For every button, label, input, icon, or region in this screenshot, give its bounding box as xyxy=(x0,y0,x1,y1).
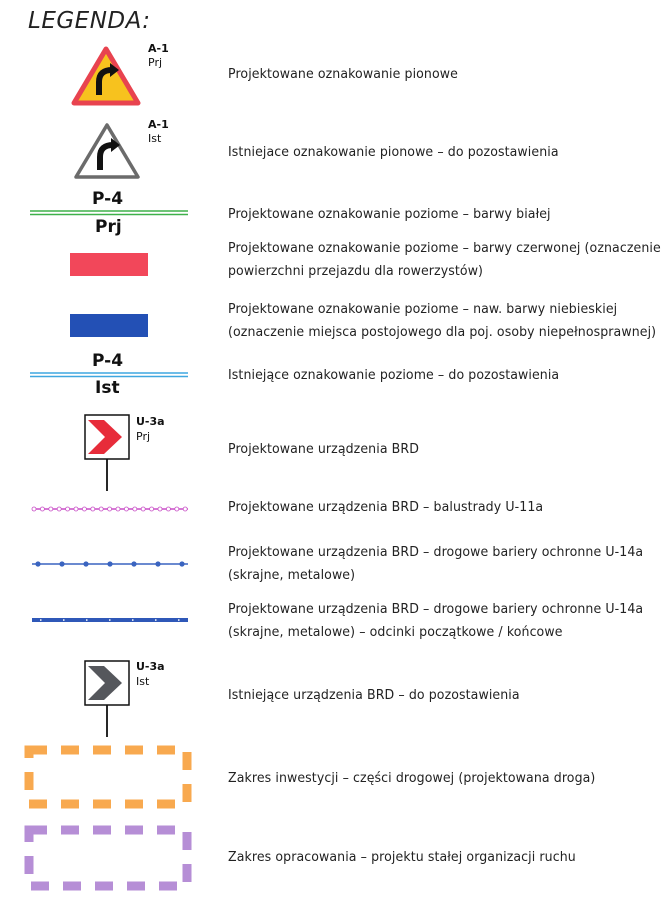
line-marker xyxy=(39,506,45,512)
line-marker xyxy=(179,561,185,567)
investment-boundary-icon xyxy=(24,745,194,809)
line-marker xyxy=(155,561,161,567)
warning-sign-curve-projected-icon xyxy=(71,46,141,106)
sign-code: A-1 xyxy=(148,118,169,131)
sign-status: Prj xyxy=(148,56,163,69)
line-marker xyxy=(109,619,111,621)
line-marker xyxy=(73,506,79,512)
line-marker xyxy=(48,506,54,512)
barrier-line-icon xyxy=(32,560,188,568)
legend-description: Projektowane urządzenia BRD – drogowe ba… xyxy=(228,544,644,583)
line-marker xyxy=(98,506,104,512)
legend-description: Zakres inwestycji – części drogowej (pro… xyxy=(228,770,596,786)
legend-description: Projektowane urządzenia BRD – balustrady… xyxy=(228,499,544,515)
warning-sign-curve-existing-icon xyxy=(74,122,140,180)
line-marker xyxy=(63,619,65,621)
device-code: U-3a xyxy=(136,660,165,673)
legend-description: Projektowane urządzenia BRD xyxy=(228,441,419,457)
legend-description: Istniejące oznakowanie poziome – do pozo… xyxy=(228,367,560,383)
red-surface-marking-icon xyxy=(70,253,148,276)
device-status: Prj xyxy=(136,430,151,443)
line-marker xyxy=(149,506,154,512)
marking-code: P-4 xyxy=(92,189,124,209)
line-marker xyxy=(131,561,137,567)
device-code: U-3a xyxy=(136,415,165,428)
legend-description: Projektowane oznakowanie poziome – naw. … xyxy=(228,301,657,340)
legend-description: Projektowane oznakowanie pionowe xyxy=(228,66,458,82)
marking-code: P-4 xyxy=(92,351,124,371)
chevron-board-existing-icon xyxy=(84,660,130,738)
line-marker xyxy=(157,506,163,512)
chevron-board-projected-icon xyxy=(84,414,130,492)
legend-description: Projektowane urządzenia BRD – drogowe ba… xyxy=(228,601,644,640)
barrier-end-line-icon xyxy=(32,617,188,623)
line-marker xyxy=(90,506,96,512)
device-status: Ist xyxy=(136,675,150,688)
line-marker xyxy=(132,506,138,512)
legend-description: Istniejące urządzenia BRD – do pozostawi… xyxy=(228,687,520,703)
line-marker xyxy=(107,506,112,512)
line-marker xyxy=(59,561,65,567)
line-marker xyxy=(107,561,113,567)
line-marker xyxy=(35,561,41,567)
blue-surface-marking-icon xyxy=(70,314,148,337)
line-marker xyxy=(155,619,157,621)
line-marker xyxy=(56,506,62,512)
legend-description: Zakres opracowania – projektu stałej org… xyxy=(228,849,576,865)
marking-status: Prj xyxy=(95,217,122,237)
existing-marking-line-icon xyxy=(30,372,188,378)
legend-description: Istniejace oznakowanie pionowe – do pozo… xyxy=(228,144,559,160)
line-marker xyxy=(82,506,87,512)
line-marker xyxy=(115,506,121,512)
legend-title: LEGENDA: xyxy=(28,8,151,34)
line-marker xyxy=(165,506,171,512)
line-marker xyxy=(140,506,146,512)
balustrade-line-icon xyxy=(31,505,188,513)
study-boundary-icon xyxy=(24,825,194,891)
line-marker xyxy=(65,506,70,512)
white-marking-line-icon xyxy=(30,210,188,216)
sign-code: A-1 xyxy=(148,42,169,55)
line-marker xyxy=(178,619,180,621)
legend-description: Projektowane oznakowanie poziome – barwy… xyxy=(228,240,661,279)
line-marker xyxy=(86,619,88,621)
marking-status: Ist xyxy=(95,378,120,398)
line-marker xyxy=(182,506,188,512)
line-marker xyxy=(31,506,37,512)
line-marker xyxy=(124,506,129,512)
sign-status: Ist xyxy=(148,132,162,145)
line-marker xyxy=(174,506,180,512)
line-marker xyxy=(83,561,89,567)
line-marker xyxy=(40,619,42,621)
line-marker xyxy=(132,619,134,621)
legend-description: Projektowane oznakowanie poziome – barwy… xyxy=(228,206,551,222)
